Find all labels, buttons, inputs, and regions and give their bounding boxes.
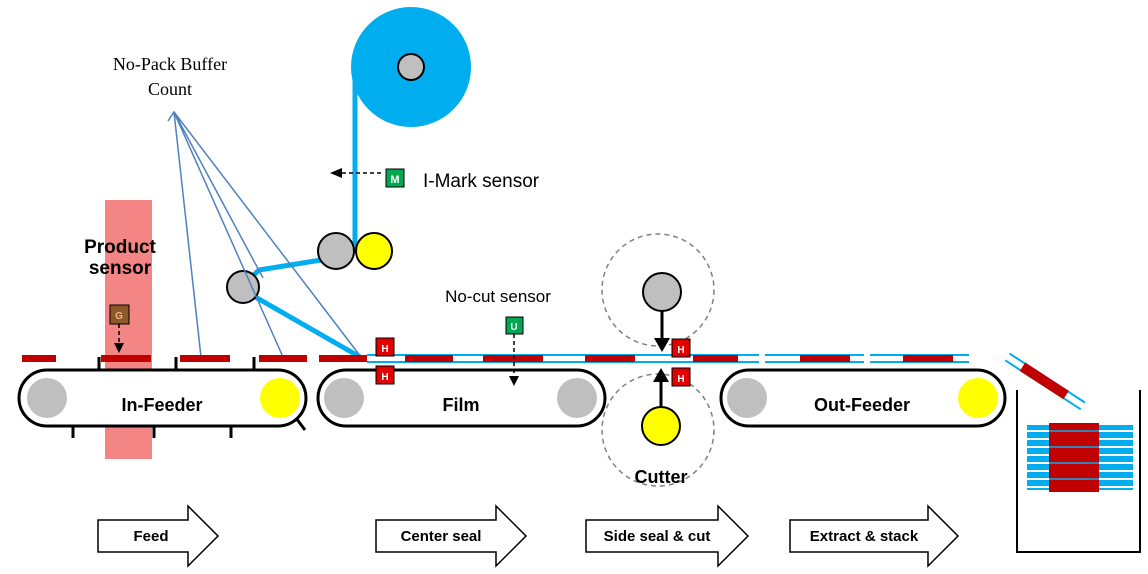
lower-cutter-roller xyxy=(641,406,681,446)
heaters: H H H H xyxy=(375,337,691,387)
guide-roller-gray xyxy=(317,232,355,270)
film-web xyxy=(241,67,362,360)
film-roll-core xyxy=(397,53,425,81)
stage-arrow-feed xyxy=(97,504,220,568)
svg-text:H: H xyxy=(677,374,684,385)
infeeder-belt xyxy=(17,368,308,428)
stage-label-side-seal: Side seal & cut xyxy=(604,528,711,545)
cutter-assembly xyxy=(601,233,715,487)
stack-bin xyxy=(1016,390,1141,553)
nocut-sensor-badge: U xyxy=(510,322,517,333)
cut-gaps xyxy=(759,353,979,364)
product-sensor-badge: G xyxy=(115,311,123,322)
stage-arrow-side-seal xyxy=(585,504,750,568)
svg-text:H: H xyxy=(381,372,388,383)
side-seal-heater-top xyxy=(671,338,691,358)
products-wrapped xyxy=(405,355,953,362)
stacked-packs xyxy=(1027,423,1133,492)
infeeder-roller-right xyxy=(260,378,300,418)
imark-sensor-badge: M xyxy=(390,174,399,186)
upper-cutter-path xyxy=(601,233,715,347)
product-line xyxy=(22,353,979,364)
stage-arrow-extract xyxy=(789,504,960,568)
buffer-count-label-line1: No-Pack Buffer xyxy=(113,54,227,74)
infeeder-flights xyxy=(71,357,307,438)
text-labels: No-Pack Buffer Count I-Mark sensor Produ… xyxy=(84,54,919,545)
infeeder-label: In-Feeder xyxy=(121,395,202,415)
outfeeder-roller-left xyxy=(727,378,767,418)
product-sensor-label-line1: Product xyxy=(84,237,156,258)
stage-label-feed: Feed xyxy=(133,528,168,545)
cutter-label: Cutter xyxy=(635,467,688,487)
buffer-count-label-line2: Count xyxy=(148,79,192,99)
buffer-count-lines xyxy=(167,110,362,358)
stage-arrows xyxy=(97,504,960,568)
sensors: M U G xyxy=(109,168,524,386)
svg-text:H: H xyxy=(677,345,684,356)
side-seal-heater-bottom xyxy=(671,367,691,387)
svg-text:H: H xyxy=(381,344,388,355)
stacking-area xyxy=(1004,352,1141,553)
film-label: Film xyxy=(442,395,479,415)
upper-cutter-arrow xyxy=(654,338,670,352)
imark-sensor-label: I-Mark sensor xyxy=(423,171,540,192)
products-infeed xyxy=(22,355,367,362)
stage-label-extract: Extract & stack xyxy=(810,528,919,545)
dancer-rollers xyxy=(226,232,393,304)
stage-arrow-center-seal xyxy=(375,504,528,568)
exit-chute-pack xyxy=(1004,352,1086,411)
product-sensor-label-line2: sensor xyxy=(89,258,152,279)
guide-roller-yellow xyxy=(355,232,393,270)
infeeder-roller-left xyxy=(27,378,67,418)
center-seal-heater-top xyxy=(375,337,395,357)
stage-label-center-seal: Center seal xyxy=(401,528,482,545)
film-roller-right xyxy=(557,378,597,418)
film-web-to-conveyor xyxy=(241,287,362,360)
outfeeder-label: Out-Feeder xyxy=(814,395,910,415)
outfeeder-belt xyxy=(719,368,1007,428)
outfeeder-roller-right xyxy=(958,378,998,418)
conveyors xyxy=(17,357,1007,438)
film-roll xyxy=(351,7,471,127)
film-roller-left xyxy=(324,378,364,418)
upper-cutter-roller xyxy=(642,272,682,312)
nocut-sensor-label: No-cut sensor xyxy=(445,287,551,306)
dancer-roller xyxy=(226,270,260,304)
center-seal-heater-bottom xyxy=(375,365,395,385)
lower-cutter-arrow xyxy=(653,368,669,382)
imark-sensor-icon xyxy=(385,168,405,188)
